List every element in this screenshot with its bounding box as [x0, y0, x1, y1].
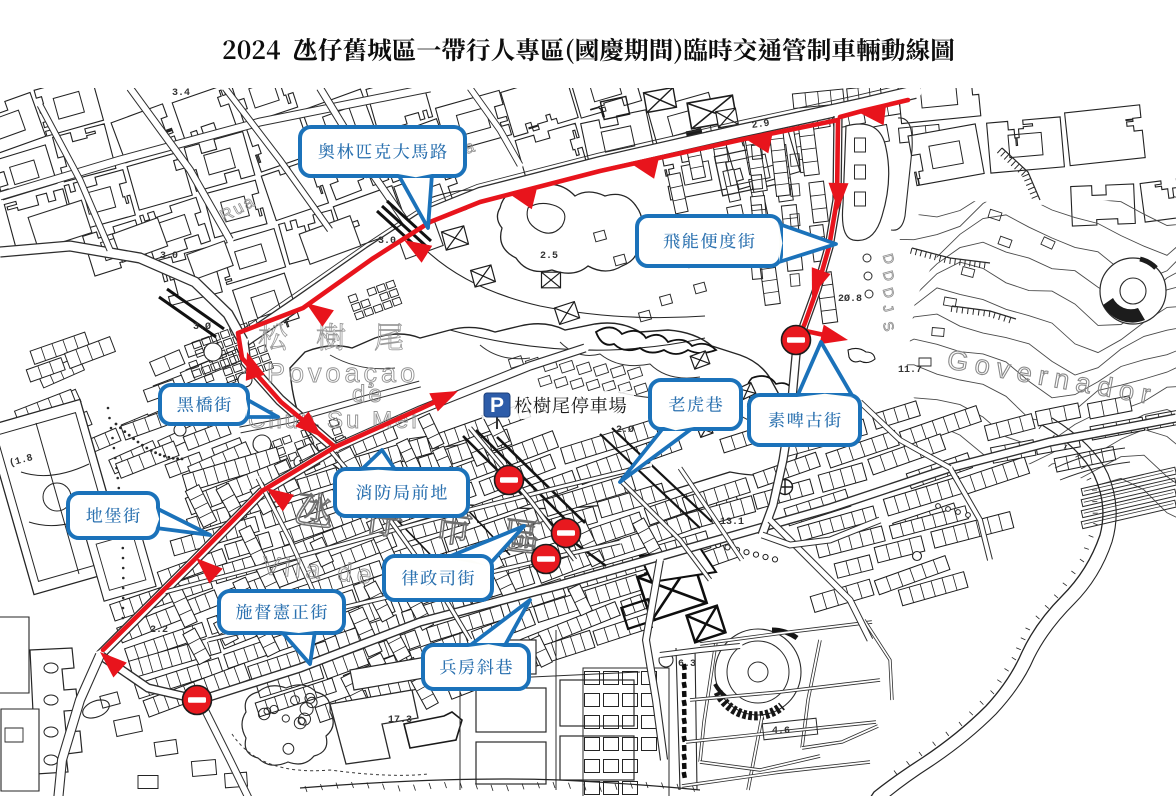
svg-text:4.6: 4.6	[772, 726, 790, 737]
svg-text:3.0: 3.0	[160, 251, 178, 262]
svg-text:J: J	[880, 303, 897, 314]
svg-text:6.3: 6.3	[678, 659, 696, 670]
svg-text:2.2: 2.2	[150, 625, 168, 636]
svg-text:P: P	[490, 394, 504, 417]
svg-text:17.3: 17.3	[388, 715, 412, 726]
svg-text:13.1: 13.1	[720, 517, 744, 528]
svg-text:2.5: 2.5	[540, 251, 558, 262]
svg-text:D: D	[880, 269, 898, 283]
svg-text:2.Ø: 2.Ø	[616, 424, 634, 436]
svg-text:D: D	[880, 252, 898, 266]
svg-text:3.Ø: 3.Ø	[193, 321, 211, 333]
svg-text:11.7: 11.7	[898, 365, 922, 376]
svg-text:S: S	[880, 320, 898, 333]
svg-text:3.4: 3.4	[172, 88, 190, 99]
svg-text:de: de	[352, 381, 385, 408]
svg-text:2.9: 2.9	[751, 119, 770, 132]
svg-text:3.0: 3.0	[378, 236, 396, 247]
svg-text:Povoaçao: Povoaçao	[267, 358, 419, 388]
svg-text:D: D	[880, 286, 898, 300]
svg-text:2Ø.8: 2Ø.8	[838, 293, 862, 305]
